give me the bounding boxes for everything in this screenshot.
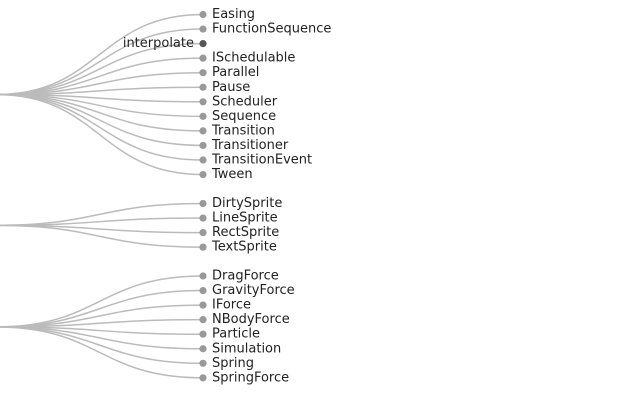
tree-node-spring[interactable]: Spring [199, 356, 254, 371]
tree-node-transitioner[interactable]: Transitioner [199, 138, 289, 153]
node-label: Transition [211, 123, 275, 138]
tree-node-tween[interactable]: Tween [199, 167, 253, 182]
leaf-node-dot[interactable] [199, 345, 207, 353]
tree-node-easing[interactable]: Easing [199, 7, 255, 22]
node-label: Sequence [212, 109, 276, 124]
tree-links [0, 13, 204, 379]
tree-link [0, 326, 204, 365]
tree-node-simulation[interactable]: Simulation [199, 341, 281, 356]
tree-node-text-sprite[interactable]: TextSprite [199, 240, 277, 255]
leaf-node-dot[interactable] [199, 214, 207, 222]
tree-link [0, 326, 204, 379]
node-label: Simulation [212, 341, 281, 356]
tree-node-transition[interactable]: Transition [199, 123, 275, 138]
tree-node-gravity-force[interactable]: GravityForce [199, 283, 295, 298]
leaf-node-dot[interactable] [199, 316, 207, 324]
node-label: Transitioner [211, 138, 289, 153]
node-label: Spring [212, 356, 254, 371]
tree-link [0, 93, 204, 161]
collapsed-node-dot[interactable] [199, 40, 207, 48]
leaf-node-dot[interactable] [199, 141, 207, 150]
node-label: NBodyForce [212, 312, 290, 327]
tree-node-spring-force[interactable]: SpringForce [199, 370, 289, 385]
leaf-node-dot[interactable] [199, 69, 207, 77]
tree-node-scheduler[interactable]: Scheduler [199, 94, 278, 109]
tree-node-n-body-force[interactable]: NBodyForce [199, 312, 290, 327]
node-label: Pause [212, 80, 250, 95]
leaf-node-dot[interactable] [199, 272, 207, 280]
node-label: RectSprite [212, 225, 279, 240]
tree-link [0, 57, 204, 96]
tree-node-line-sprite[interactable]: LineSprite [199, 211, 278, 226]
tree-link [0, 318, 204, 328]
leaf-node-dot[interactable] [199, 170, 207, 179]
leaf-node-dot[interactable] [199, 112, 207, 120]
tree-link [0, 224, 204, 248]
tree-node-transition-event[interactable]: TransitionEvent [199, 153, 312, 168]
leaf-node-dot[interactable] [199, 359, 207, 367]
leaf-node-dot[interactable] [199, 54, 207, 62]
node-label: DragForce [212, 269, 279, 284]
node-label: Scheduler [212, 94, 278, 109]
node-label: IForce [212, 298, 251, 313]
leaf-node-dot[interactable] [199, 25, 207, 33]
tree-node-interpolate[interactable]: interpolate [123, 36, 207, 51]
tree-node-pause[interactable]: Pause [199, 80, 250, 95]
node-label: interpolate [123, 36, 194, 51]
tree-node-dirty-sprite[interactable]: DirtySprite [199, 196, 282, 211]
tree-node-rect-sprite[interactable]: RectSprite [199, 225, 279, 240]
tree-node-i-schedulable[interactable]: ISchedulable [199, 51, 295, 66]
node-label: ISchedulable [212, 51, 295, 66]
node-label: Easing [212, 7, 255, 22]
tree-link [0, 93, 204, 132]
leaf-node-dot[interactable] [199, 243, 207, 251]
leaf-node-dot[interactable] [199, 286, 207, 295]
leaf-node-dot[interactable] [199, 330, 207, 338]
node-label: FunctionSequence [212, 22, 331, 37]
tree-node-function-sequence[interactable]: FunctionSequence [199, 22, 331, 37]
tree-link [0, 289, 204, 328]
node-label: DirtySprite [212, 196, 282, 211]
node-label: TextSprite [211, 240, 277, 255]
tree-node-i-force[interactable]: IForce [199, 298, 251, 313]
node-label: Tween [211, 167, 253, 182]
leaf-node-dot[interactable] [199, 127, 207, 135]
tree-node-particle[interactable]: Particle [199, 327, 260, 342]
node-label: TransitionEvent [211, 153, 312, 168]
leaf-node-dot[interactable] [199, 83, 207, 91]
leaf-node-dot[interactable] [199, 98, 207, 106]
node-label: Particle [212, 327, 260, 342]
tree-node-sequence[interactable]: Sequence [199, 109, 276, 124]
node-label: GravityForce [212, 283, 295, 298]
leaf-node-dot[interactable] [199, 229, 207, 237]
leaf-node-dot[interactable] [199, 374, 207, 382]
leaf-node-dot[interactable] [199, 156, 207, 164]
tree-link [0, 93, 204, 176]
tree-link [0, 217, 204, 227]
leaf-node-dot[interactable] [199, 301, 207, 309]
leaf-node-dot[interactable] [199, 10, 207, 19]
node-label: LineSprite [212, 211, 278, 226]
tree-node-parallel[interactable]: Parallel [199, 65, 259, 80]
node-label: SpringForce [212, 370, 289, 385]
node-label: Parallel [212, 65, 259, 80]
tree-node-drag-force[interactable]: DragForce [199, 269, 279, 284]
leaf-node-dot[interactable] [199, 199, 207, 208]
